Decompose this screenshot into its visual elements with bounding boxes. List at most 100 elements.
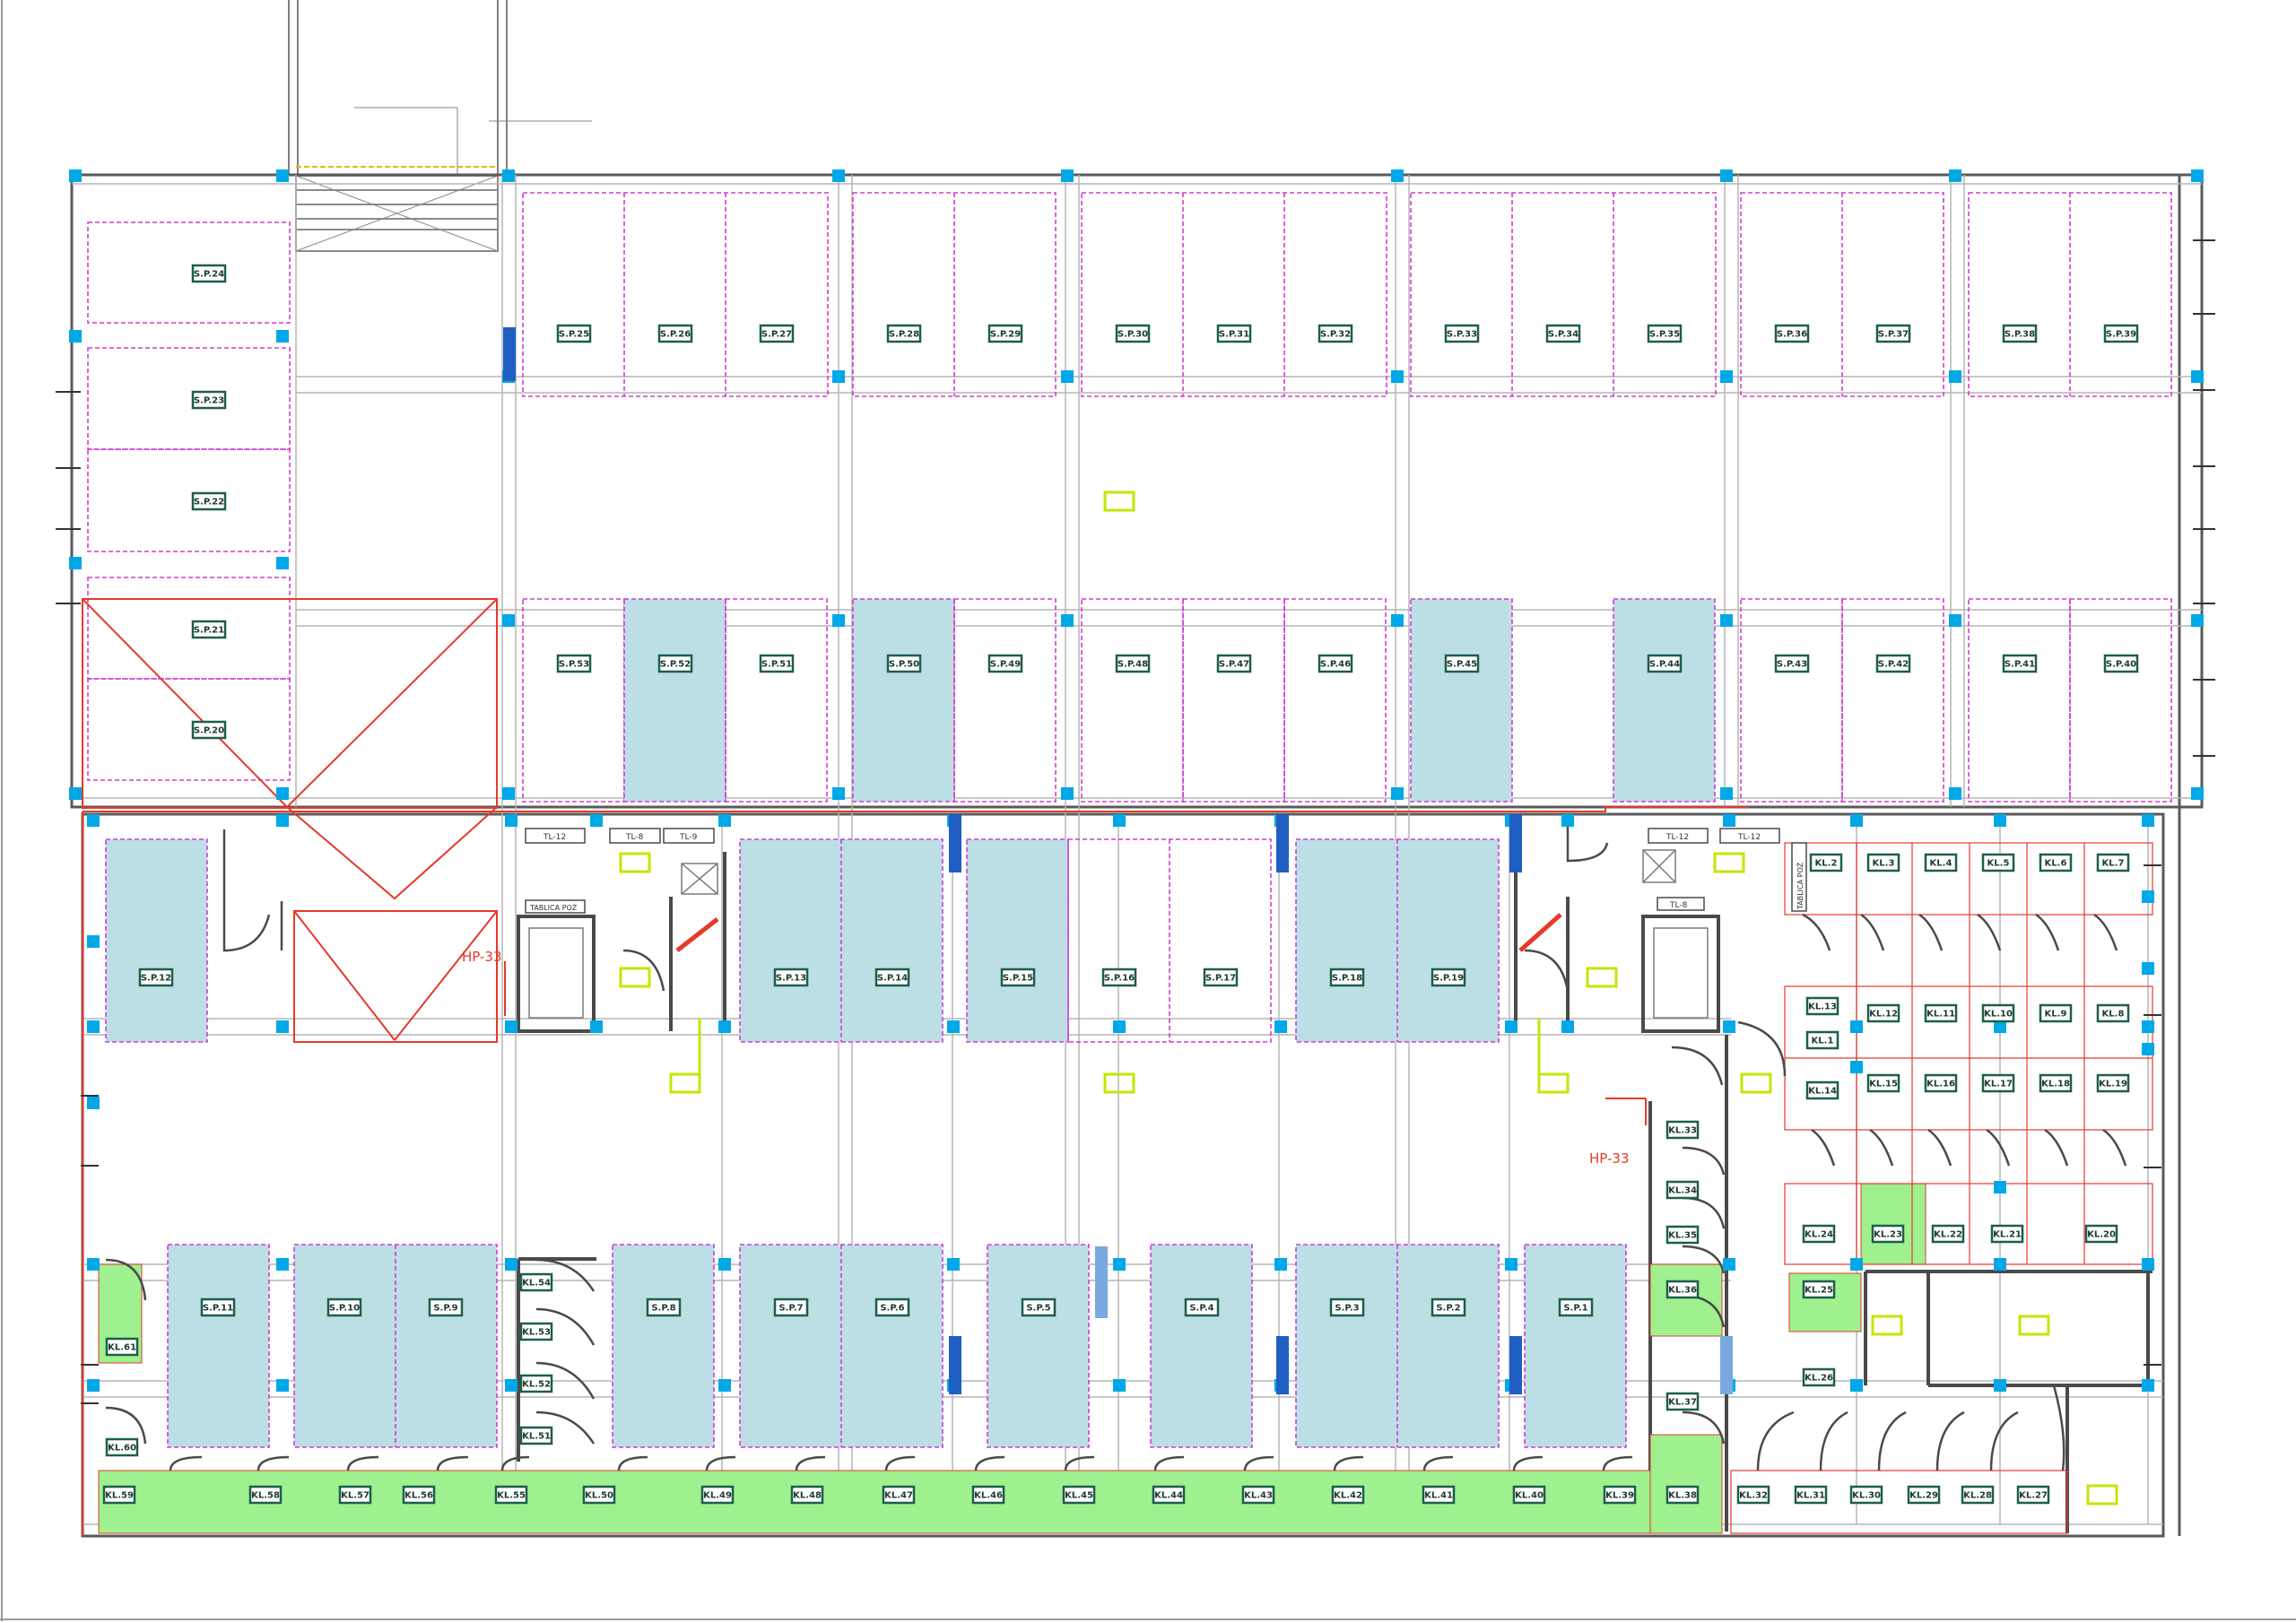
space-tag-box [1318,324,1353,343]
space-tag: KL.55 [494,1485,528,1505]
space-tag: S.P.16 [1101,968,1137,987]
space-tag-box [326,1298,362,1317]
space-tag: S.P.17 [1203,968,1239,987]
space-tag-box [1152,1485,1186,1505]
space-tag: KL.2 [1809,853,1843,872]
space-tag: KL.43 [1241,1485,1275,1505]
space-tag: KL.53 [519,1322,553,1341]
space-tag-box [2096,1003,2130,1023]
space-tag: KL.23 [1871,1224,1905,1244]
space-id-label: KL.23 [1874,1230,1902,1240]
space-id-label: KL.42 [1334,1491,1362,1501]
parking-stalls-top [87,192,2172,781]
space-id-label: S.P.5 [1026,1304,1050,1314]
space-tag-box [1329,1298,1365,1317]
space-tag-box [1665,1485,1700,1505]
column [276,787,289,800]
space-tag-box [1665,1392,1700,1411]
space-tag-box [191,264,227,283]
space-tag-box [191,620,227,639]
space-tag-box [105,1337,139,1357]
space-tag-box [1961,1485,1995,1505]
space-tag-box [402,1485,436,1505]
space-tag: KL.14 [1805,1081,1839,1100]
space-tag: KL.61 [105,1337,139,1357]
column [1061,370,1074,383]
space-id-label: KL.38 [1668,1491,1697,1501]
column [1391,614,1404,627]
space-id-label: KL.2 [1815,859,1838,869]
space-tag: KL.59 [102,1485,136,1505]
column [276,814,289,827]
space-id-label: S.P.19 [1433,974,1464,984]
space-id-label: KL.30 [1852,1491,1881,1501]
space-tag: KL.22 [1931,1224,1965,1244]
space-id-label: KL.4 [1930,859,1952,869]
space-id-label: KL.31 [1796,1491,1825,1501]
space-tag: KL.46 [971,1485,1005,1505]
space-tag: KL.25 [1802,1280,1836,1299]
space-tag-box [1809,853,1843,872]
space-id-label: KL.57 [341,1491,370,1501]
space-id-label: S.P.25 [559,330,589,340]
space-tag-box [1805,996,1839,1016]
space-tag: KL.47 [882,1485,916,1505]
column [2142,1043,2154,1055]
space-tag-box [1545,324,1581,343]
space-tag-box [1736,1485,1770,1505]
column [1561,814,1574,827]
space-id-label: KL.48 [793,1491,822,1501]
column [1994,814,2006,827]
space-id-label: S.P.26 [660,330,691,340]
column [87,1258,100,1271]
space-tag: S.P.35 [1647,324,1683,343]
parking-stalls-lower [105,838,1627,1448]
column [590,1020,603,1033]
space-tag-box [2096,853,2130,872]
space-tag-box [1241,1485,1275,1505]
space-id-label: KL.18 [2041,1080,2070,1089]
space-id-label: KL.15 [1869,1080,1898,1089]
space-tag: KL.48 [790,1485,824,1505]
space-id-label: S.P.12 [141,974,171,984]
space-tag: S.P.4 [1184,1298,1220,1317]
space-tag-box [700,1485,735,1505]
space-id-label: S.P.34 [1548,330,1578,340]
space-id-label: KL.5 [1987,859,2010,869]
column [590,814,603,827]
space-tag: KL.54 [519,1272,553,1292]
space-id-label: KL.25 [1805,1286,1833,1296]
space-tag: KL.10 [1981,1003,2015,1023]
column [718,1258,731,1271]
space-tag: S.P.46 [1318,654,1353,673]
space-tag-box [1805,1081,1839,1100]
column [2191,787,2204,800]
space-tag-box [1216,324,1252,343]
space-id-label: S.P.23 [194,396,224,406]
space-tag-box [1647,324,1683,343]
space-tag-box [1331,1485,1365,1505]
space-id-label: KL.45 [1065,1491,1093,1501]
space-id-label: KL.10 [1984,1010,2013,1020]
space-tag-box [1318,654,1353,673]
space-id-label: KL.29 [1909,1491,1938,1501]
space-tag-box [886,324,922,343]
space-id-label: KL.41 [1424,1491,1453,1501]
column [2191,614,2204,627]
space-tag-box [1184,1298,1220,1317]
space-tag: KL.42 [1331,1485,1365,1505]
space-tag-box [1431,968,1466,987]
column [505,1020,517,1033]
space-tag-box [657,654,693,673]
dark-columns [503,327,1733,1394]
space-tag: KL.41 [1422,1485,1456,1505]
column [1720,787,1733,800]
space-id-label: KL.3 [1873,859,1895,869]
space-tag: S.P.51 [759,654,795,673]
space-tag: KL.9 [2039,1003,2073,1023]
space-tag: KL.45 [1062,1485,1096,1505]
column [2142,1020,2154,1033]
space-id-label: KL.1 [1812,1037,1834,1046]
space-tag-box [971,1485,1005,1505]
